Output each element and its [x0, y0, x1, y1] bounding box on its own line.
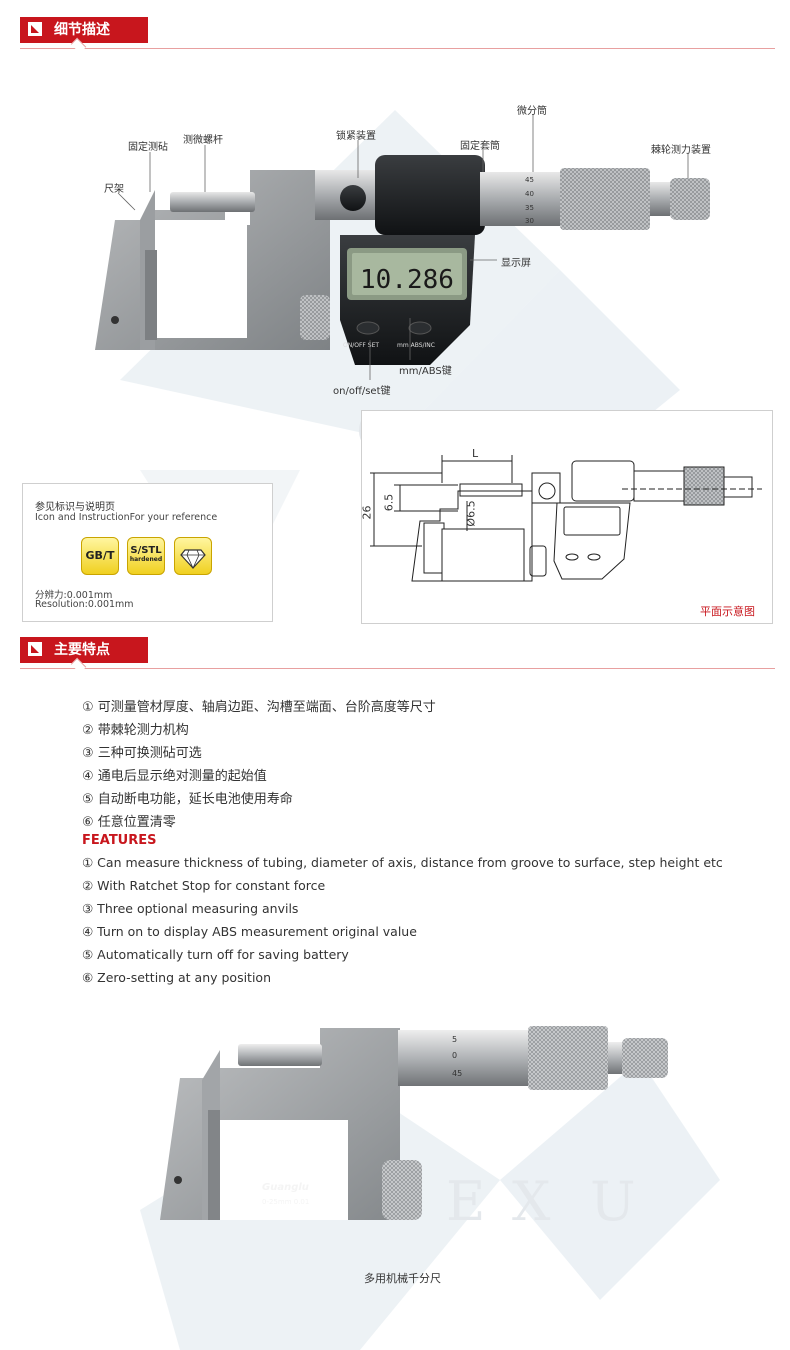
section-tag: 主要特点 — [20, 637, 148, 663]
feature-en-2: ② With Ratchet Stop for constant force — [82, 878, 326, 893]
resolution-en: Resolution:0.001mm — [35, 599, 134, 610]
section-divider — [20, 48, 775, 49]
plan-diagram-panel: L 26 6.5 Ø6.5 平面示意图 — [361, 410, 773, 624]
callout-leaders — [117, 114, 689, 380]
lcd-button-left-label: ON/OFF SET — [343, 342, 379, 349]
thimble-mark-45: 45 — [525, 176, 534, 184]
section-title: 主要特点 — [54, 642, 110, 658]
section-divider — [20, 668, 775, 669]
feature-en-1: ① Can measure thickness of tubing, diame… — [82, 855, 723, 870]
reference-subtitle: Icon and InstructionFor your reference — [35, 512, 218, 523]
spec-label: 0-25mm 0.01 — [262, 1198, 309, 1206]
dimension-26: 26 — [360, 505, 374, 520]
brand-label: Guanglu — [262, 1182, 309, 1193]
callout-mm-abs: mm/ABS键 — [399, 366, 452, 377]
watermark-letter-u2: U — [590, 1170, 638, 1233]
callout-fixed-anvil: 固定测砧 — [128, 142, 168, 153]
corner-box-icon — [28, 642, 42, 656]
diamond-icon — [180, 549, 206, 569]
gbt-badge-label: GB/T — [85, 549, 115, 562]
callout-display: 显示屏 — [501, 258, 531, 269]
feature-cn-6: ⑥ 任意位置清零 — [82, 815, 176, 830]
product-caption: 多用机械千分尺 — [364, 1272, 441, 1285]
callout-lock: 锁紧装置 — [336, 131, 376, 142]
feature-cn-5: ⑤ 自动断电功能，延长电池使用寿命 — [82, 792, 293, 807]
dimension-l: L — [472, 447, 479, 460]
feature-cn-3: ③ 三种可换测砧可选 — [82, 746, 202, 761]
scale-mark-0: 0 — [452, 1051, 457, 1060]
thimble-mark-30: 30 — [525, 217, 534, 225]
callout-ratchet: 棘轮测力装置 — [651, 145, 711, 156]
digital-micrometer-image: 10.286 ON/OFF SET mm ABS/INC 45 40 35 30 — [95, 155, 710, 365]
reference-panel: 参见标识与说明页 Icon and InstructionFor your re… — [22, 483, 273, 622]
features-heading: FEATURES — [82, 833, 157, 848]
section-title: 细节描述 — [54, 22, 110, 38]
thimble-mark-40: 40 — [525, 190, 534, 198]
scale-mark-45: 45 — [452, 1069, 462, 1078]
lcd-reading: 10.286 — [360, 265, 454, 295]
sstl-badge-top: S/STL — [130, 545, 162, 556]
feature-en-4: ④ Turn on to display ABS measurement ori… — [82, 924, 417, 939]
feature-cn-1: ① 可测量管材厚度、轴肩边距、沟槽至端面、台阶高度等尺寸 — [82, 700, 436, 715]
gbt-badge: GB/T — [81, 537, 119, 575]
resolution-cn: 分辨力:0.001mm — [35, 590, 113, 601]
dimension-diameter: Ø6.5 — [464, 500, 478, 527]
callout-fixed-sleeve: 固定套筒 — [460, 141, 500, 152]
feature-cn-2: ② 带棘轮测力机构 — [82, 723, 189, 738]
scale-mark-5: 5 — [452, 1035, 457, 1044]
plan-caption: 平面示意图 — [700, 605, 755, 618]
mechanical-micrometer-image: Guanglu 0-25mm 0.01 5 0 45 — [160, 1026, 668, 1220]
feature-en-6: ⑥ Zero-setting at any position — [82, 970, 271, 985]
section-tag: 细节描述 — [20, 17, 148, 43]
lcd-button-right-label: mm ABS/INC — [397, 342, 435, 349]
reference-title: 参见标识与说明页 — [35, 502, 115, 513]
watermark-letter-x2: X — [512, 1170, 553, 1233]
feature-cn-4: ④ 通电后显示绝对测量的起始值 — [82, 769, 267, 784]
callout-spindle: 测微螺杆 — [183, 135, 223, 146]
corner-box-icon — [28, 22, 42, 36]
callout-on-off: on/off/set键 — [333, 386, 391, 397]
callout-frame: 尺架 — [104, 184, 124, 195]
sstl-badge: S/STL hardened — [127, 537, 165, 575]
callout-thimble: 微分筒 — [517, 106, 547, 117]
diamond-badge — [174, 537, 212, 575]
thimble-mark-35: 35 — [525, 204, 534, 212]
watermark-letter-e2: E — [446, 1170, 488, 1233]
feature-en-5: ⑤ Automatically turn off for saving batt… — [82, 947, 349, 962]
plan-diagram-drawing — [370, 455, 762, 582]
sstl-badge-bottom: hardened — [129, 556, 163, 563]
dimension-65: 6.5 — [382, 493, 396, 512]
feature-en-3: ③ Three optional measuring anvils — [82, 901, 299, 916]
